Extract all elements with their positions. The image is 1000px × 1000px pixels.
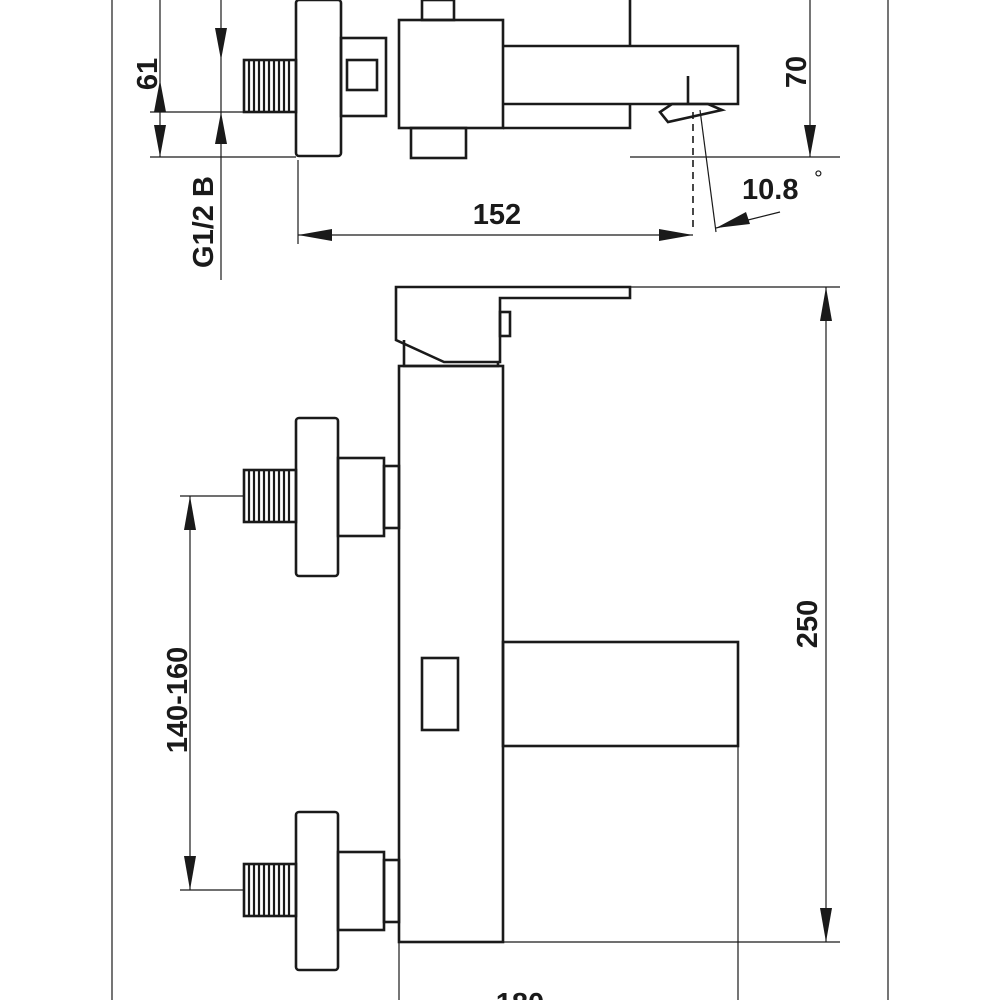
top-connector: [339, 36, 388, 118]
top-connector-window: [345, 58, 379, 92]
dim-thread-spec: G1/2 B: [188, 176, 220, 268]
dim-bottom-width: 180: [496, 988, 544, 1000]
dim-spout-angle: 10.8: [742, 174, 798, 206]
top-body: [397, 18, 505, 130]
dim-total-height: 250: [792, 600, 824, 648]
spout-angle-line: [699, 109, 717, 233]
top-dimensions: [150, 0, 840, 280]
dim-inlet-depth: 61: [132, 58, 164, 90]
drawing-frame: [111, 0, 889, 1000]
front-body-window: [420, 656, 460, 732]
top-cartridge-bottom: [409, 126, 468, 160]
dim-inlet-spacing: 140-160: [162, 647, 194, 753]
front-upper-inlet: [242, 416, 401, 578]
dim-degree-symbol: °: [814, 166, 823, 191]
top-aerator: [658, 76, 727, 124]
top-view: [242, 0, 740, 233]
top-spout: [503, 0, 740, 130]
front-handle-stub: [498, 310, 512, 338]
dim-spout-reach: 152: [473, 199, 521, 231]
top-flange: [294, 0, 343, 158]
front-view: [242, 285, 740, 1000]
top-cartridge-top: [420, 0, 456, 22]
front-lower-inlet: [242, 810, 401, 972]
top-inlet-thread: [242, 58, 298, 114]
front-dimensions: [180, 286, 840, 1000]
front-spout: [501, 640, 740, 748]
dim-spout-height: 70: [781, 56, 813, 88]
front-handle: [394, 285, 632, 364]
front-body: [397, 364, 505, 944]
